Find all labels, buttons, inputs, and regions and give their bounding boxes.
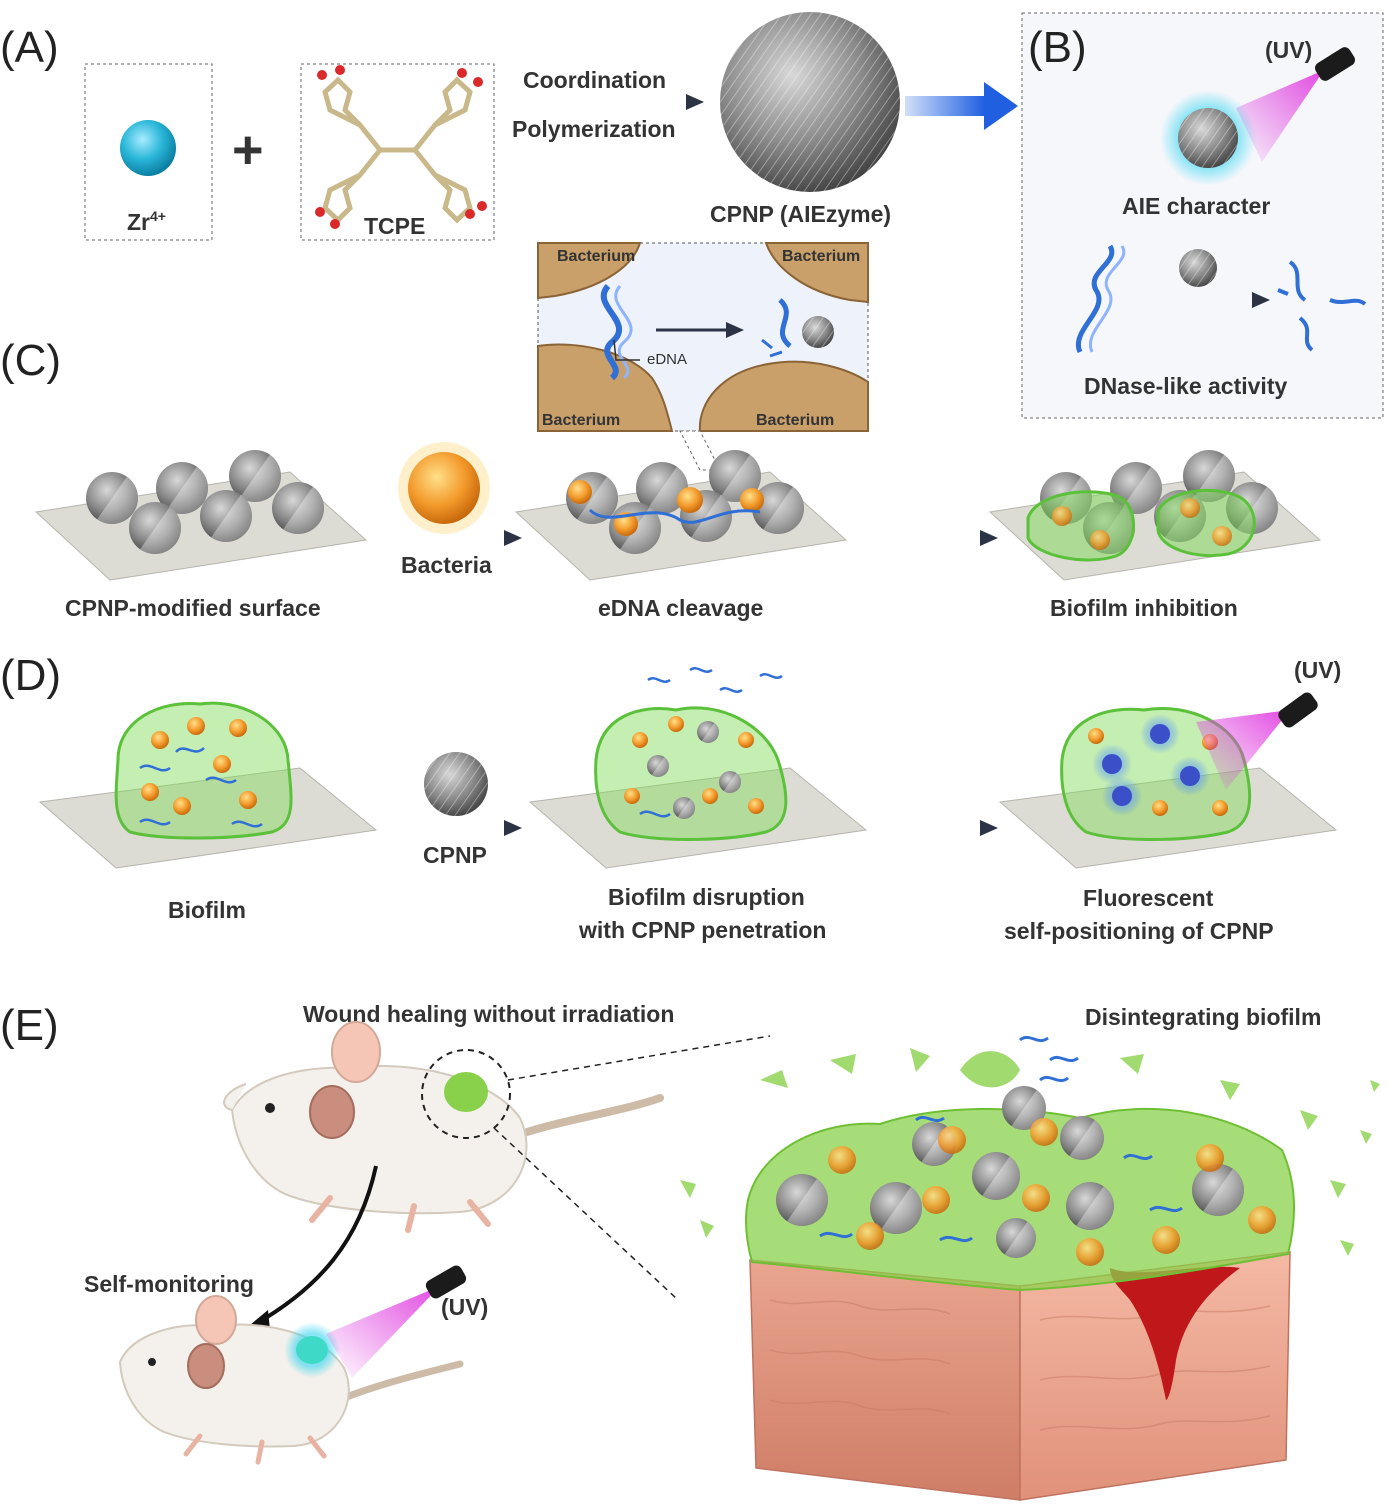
dna-intact-b xyxy=(1075,244,1115,354)
cleavage-arrowhead-b xyxy=(1252,292,1270,308)
uv-lamp-d xyxy=(1278,692,1318,728)
bacterium-spiky xyxy=(398,442,490,534)
step-label-biofilm: Biofilm xyxy=(168,897,246,923)
uv-beam-d xyxy=(1196,710,1290,790)
dna-fragments-e xyxy=(819,1035,1183,1243)
edna-inset xyxy=(537,242,869,432)
ion-box xyxy=(84,63,213,241)
cpnp-large-particle xyxy=(720,12,900,192)
tcpe-molecule xyxy=(322,76,473,224)
arrow-label-bacteria: Bacteria xyxy=(401,552,492,578)
uv-label-e: (UV) xyxy=(441,1294,488,1320)
uv-beam-b xyxy=(1236,70,1324,162)
biofilm-mass-d2 xyxy=(594,706,788,841)
bacteria-arrowhead xyxy=(504,530,522,546)
arrow-label-cpnp-d: CPNP xyxy=(423,842,487,868)
panel-label-c: (C) xyxy=(0,336,61,385)
panel-label-a: (A) xyxy=(0,23,59,72)
uv-lamp-e xyxy=(425,1265,467,1299)
zoom-line-bottom xyxy=(493,1127,679,1301)
step-label-fluorescent-line2: self-positioning of CPNP xyxy=(1004,918,1274,944)
step-label-fluorescent-line1: Fluorescent xyxy=(1083,885,1214,911)
skin-tissue-block xyxy=(749,1251,1291,1501)
ion-symbol: Zr xyxy=(127,209,150,235)
bacteria-e xyxy=(828,1118,1276,1266)
dnase-activity-label: DNase-like activity xyxy=(1084,373,1287,399)
mouse-treated xyxy=(223,1021,664,1233)
biofilm-blobs-c3 xyxy=(1026,488,1256,562)
cpnp-glowing-particle xyxy=(1178,108,1238,168)
self-monitoring-label: Self-monitoring xyxy=(84,1271,254,1297)
dna-in-biofilm-d1 xyxy=(139,747,263,828)
wound-biofilm-spot xyxy=(444,1072,488,1112)
uv-lamp-b xyxy=(1315,47,1355,81)
step-label-disruption-line1: Biofilm disruption xyxy=(608,884,805,910)
uv-label-b: (UV) xyxy=(1265,37,1312,63)
cpnp-free-d xyxy=(424,752,488,816)
ligand-box xyxy=(300,63,495,241)
wound-cleft xyxy=(1110,1266,1240,1400)
bacteria-in-biofilm-d2 xyxy=(624,716,764,814)
ion-label: Zr4+ xyxy=(127,208,166,235)
aie-character-label: AIE character xyxy=(1122,193,1270,219)
inset-bacterium-br: Bacterium xyxy=(756,412,834,429)
inset-bacterium-tl: Bacterium xyxy=(557,248,635,265)
uv-beam-e xyxy=(326,1286,440,1378)
cpnp-arrowhead-d xyxy=(504,820,522,836)
tcpe-oxygen-atoms xyxy=(315,65,487,229)
cpnp-small-b xyxy=(1179,249,1217,287)
inhibition-arrowhead xyxy=(980,530,998,546)
inset-edna-label: eDNA xyxy=(647,351,687,368)
zr-ion-sphere xyxy=(120,120,176,176)
positioning-arrowhead xyxy=(980,820,998,836)
zoom-line-top xyxy=(507,1035,771,1081)
inset-bacterium-tr: Bacterium xyxy=(782,248,860,265)
edna-strands-c2 xyxy=(588,508,761,524)
arrow-label-coordination: Coordination xyxy=(523,67,666,93)
cpnp-fluorescent-d3 xyxy=(1092,714,1210,816)
arrow-label-polymerization: Polymerization xyxy=(512,116,676,142)
disintegrating-biofilm-label: Disintegrating biofilm xyxy=(1085,1004,1321,1030)
wound-fluorescent-spot xyxy=(296,1336,328,1364)
panel-label-b: (B) xyxy=(1028,23,1087,72)
bacteria-in-biofilm-d1 xyxy=(141,717,257,815)
dna-fragments-d2 xyxy=(639,667,783,818)
ligand-label: TCPE xyxy=(364,213,425,239)
plus-sign: + xyxy=(232,120,264,180)
dna-fragments-b xyxy=(1277,260,1367,352)
synthesis-arrowhead xyxy=(686,94,704,110)
step-label-disruption-line2: with CPNP penetration xyxy=(578,917,827,943)
step-label-biofilm-inhibition: Biofilm inhibition xyxy=(1050,595,1238,621)
mouse-monitored xyxy=(118,1295,464,1465)
step-label-cpnp-surface: CPNP-modified surface xyxy=(65,595,321,621)
inset-bacterium-bl: Bacterium xyxy=(542,412,620,429)
wound-zoom-circle xyxy=(421,1049,511,1139)
panel-b-box xyxy=(1021,12,1384,419)
panel-label-d: (D) xyxy=(0,651,61,700)
dna-intact-strand-b xyxy=(1088,245,1126,353)
monitor-curved-arrow xyxy=(251,1165,378,1328)
panel-label-e: (E) xyxy=(0,1001,59,1050)
blue-transition-arrow xyxy=(905,82,1018,130)
product-label: CPNP (AIEzyme) xyxy=(710,201,891,227)
wound-healing-label: Wound healing without irradiation xyxy=(303,1001,674,1027)
biofilm-debris-e xyxy=(680,1048,1380,1256)
uv-label-d: (UV) xyxy=(1294,657,1341,683)
surface-plate-d2 xyxy=(528,767,868,869)
step-label-edna-cleavage: eDNA cleavage xyxy=(598,595,763,621)
ion-charge: 4+ xyxy=(150,208,166,224)
inset-pointer xyxy=(679,430,721,471)
